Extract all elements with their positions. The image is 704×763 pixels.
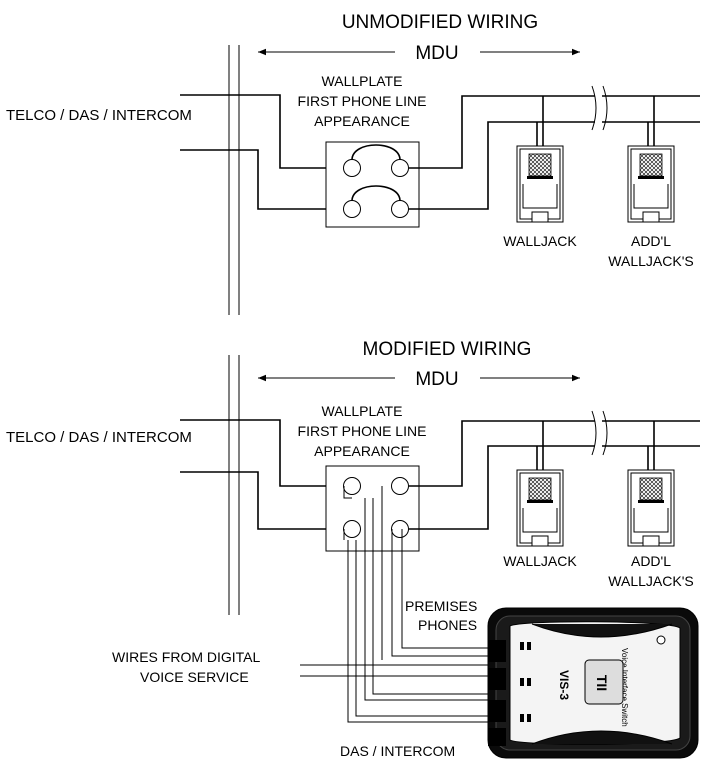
premises-label-1: PREMISES (405, 598, 477, 614)
addl-label-2: WALLJACK'S (608, 573, 693, 589)
walljack-icon (516, 469, 564, 547)
terminal (343, 477, 361, 495)
wire-ring-out (409, 121, 595, 210)
building-wall (228, 45, 240, 615)
wallplate-label-3: APPEARANCE (314, 443, 410, 459)
premises-wire (391, 529, 498, 657)
wallplate-label-1: WALLPLATE (322, 73, 403, 89)
wallplate-label-1: WALLPLATE (322, 403, 403, 419)
wallplate-label-2: FIRST PHONE LINE (298, 93, 427, 109)
wire-tip-out (409, 95, 595, 169)
device-subtitle: Voice Interface Switch (620, 648, 629, 727)
wire-ring-out (409, 445, 595, 530)
break-mark (591, 85, 608, 131)
jumper (351, 144, 401, 161)
unmodified-section: UNMODIFIED WIRING MDU TELCO / DAS / INTE… (6, 12, 700, 269)
device-model: VIS-3 (557, 670, 571, 700)
terminal (391, 200, 409, 218)
walljack-icon (516, 145, 564, 223)
brand-badge (584, 659, 624, 705)
terminal (343, 200, 361, 218)
vis3-device: Voice Interface Switch VIS-3 TII (487, 607, 699, 759)
das-wire (355, 540, 498, 717)
walljack-label: WALLJACK (503, 553, 577, 569)
source-label: TELCO / DAS / INTERCOM (6, 107, 192, 124)
status-led-icon (656, 635, 666, 645)
mdu-label: MDU (415, 43, 458, 64)
jumper (351, 185, 401, 202)
wire-tip-in (180, 419, 343, 487)
terminal (391, 520, 409, 538)
addl-walljack-icon (627, 469, 675, 547)
das-wire (347, 540, 498, 723)
premises-wire (401, 529, 498, 649)
digital-label-1: WIRES FROM DIGITAL (112, 649, 261, 665)
wire-tip-out (409, 420, 595, 487)
break-mark (591, 410, 608, 456)
modified-section: MODIFIED WIRING MDU TELCO / DAS / INTERC… (6, 339, 700, 759)
digital-label-2: VOICE SERVICE (140, 669, 249, 685)
terminal (391, 477, 409, 495)
terminal (391, 159, 409, 177)
addl-walljack-icon (627, 145, 675, 223)
addl-label-1: ADD'L (631, 553, 671, 569)
terminal (343, 159, 361, 177)
wallplate-label-2: FIRST PHONE LINE (298, 423, 427, 439)
walljack-label: WALLJACK (503, 233, 577, 249)
premises-label-2: PHONES (418, 617, 477, 633)
wire-ring-in (180, 149, 343, 210)
wire-tip-in (180, 94, 343, 169)
wire-ring-in (180, 471, 343, 530)
terminal (343, 520, 361, 538)
brand-label: TII (594, 675, 610, 691)
modified-title: MODIFIED WIRING (363, 339, 532, 360)
addl-label-2: WALLJACK'S (608, 253, 693, 269)
port-markers (520, 642, 531, 722)
addl-label-1: ADD'L (631, 233, 671, 249)
mdu-label: MDU (415, 369, 458, 390)
unmodified-title: UNMODIFIED WIRING (342, 12, 538, 33)
wallplate-label-3: APPEARANCE (314, 113, 410, 129)
source-label: TELCO / DAS / INTERCOM (6, 429, 192, 446)
das-intercom-label: DAS / INTERCOM (340, 743, 455, 759)
